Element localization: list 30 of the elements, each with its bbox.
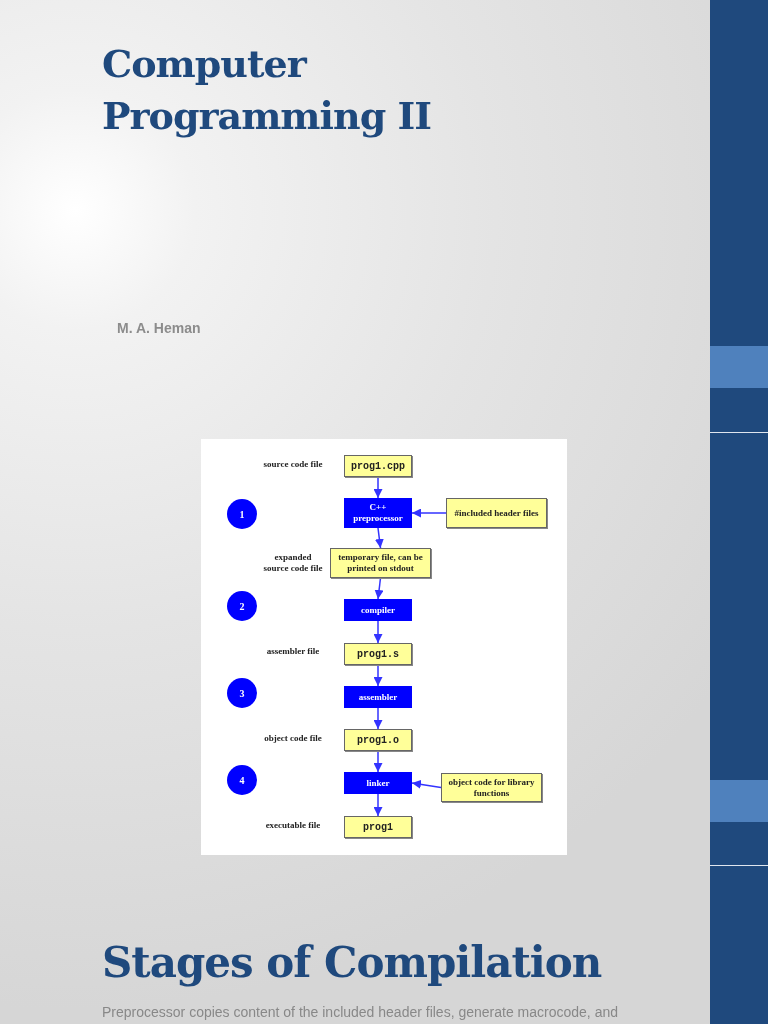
process-box: linker <box>344 772 412 794</box>
file-box: prog1 <box>344 816 412 838</box>
arrow <box>373 750 383 773</box>
file-box: prog1.o <box>344 729 412 751</box>
file-type-label: source code file <box>262 459 324 470</box>
file-type-label: executable file <box>264 820 322 831</box>
arrow <box>373 620 383 644</box>
section-heading: Stages of Compilation <box>102 938 602 987</box>
process-box: compiler <box>344 599 412 621</box>
file-box: prog1.cpp <box>344 455 412 477</box>
author-name: M. A. Heman <box>117 320 201 336</box>
bullet-text: Preprocessor copies content of the included header files, generate macrocode, and <box>102 1004 618 1020</box>
file-box: temporary file, can be printed on stdout <box>330 548 431 578</box>
file-type-label: expanded source code file <box>262 552 324 574</box>
arrow <box>411 508 447 518</box>
arrow <box>373 664 383 687</box>
arrow <box>374 577 384 600</box>
arrow <box>374 527 384 549</box>
arrow <box>411 779 442 789</box>
process-box: C++ preprocessor <box>344 498 412 528</box>
process-box: assembler <box>344 686 412 708</box>
file-type-label: assembler file <box>265 646 321 657</box>
file-box: #included header files <box>446 498 547 528</box>
file-box: object code for library functions <box>441 773 542 802</box>
arrow <box>373 707 383 730</box>
file-box: prog1.s <box>344 643 412 665</box>
arrow <box>373 476 383 499</box>
arrow <box>373 793 383 817</box>
slide-title: Computer Programming II <box>102 40 432 140</box>
file-type-label: object code file <box>263 733 323 744</box>
